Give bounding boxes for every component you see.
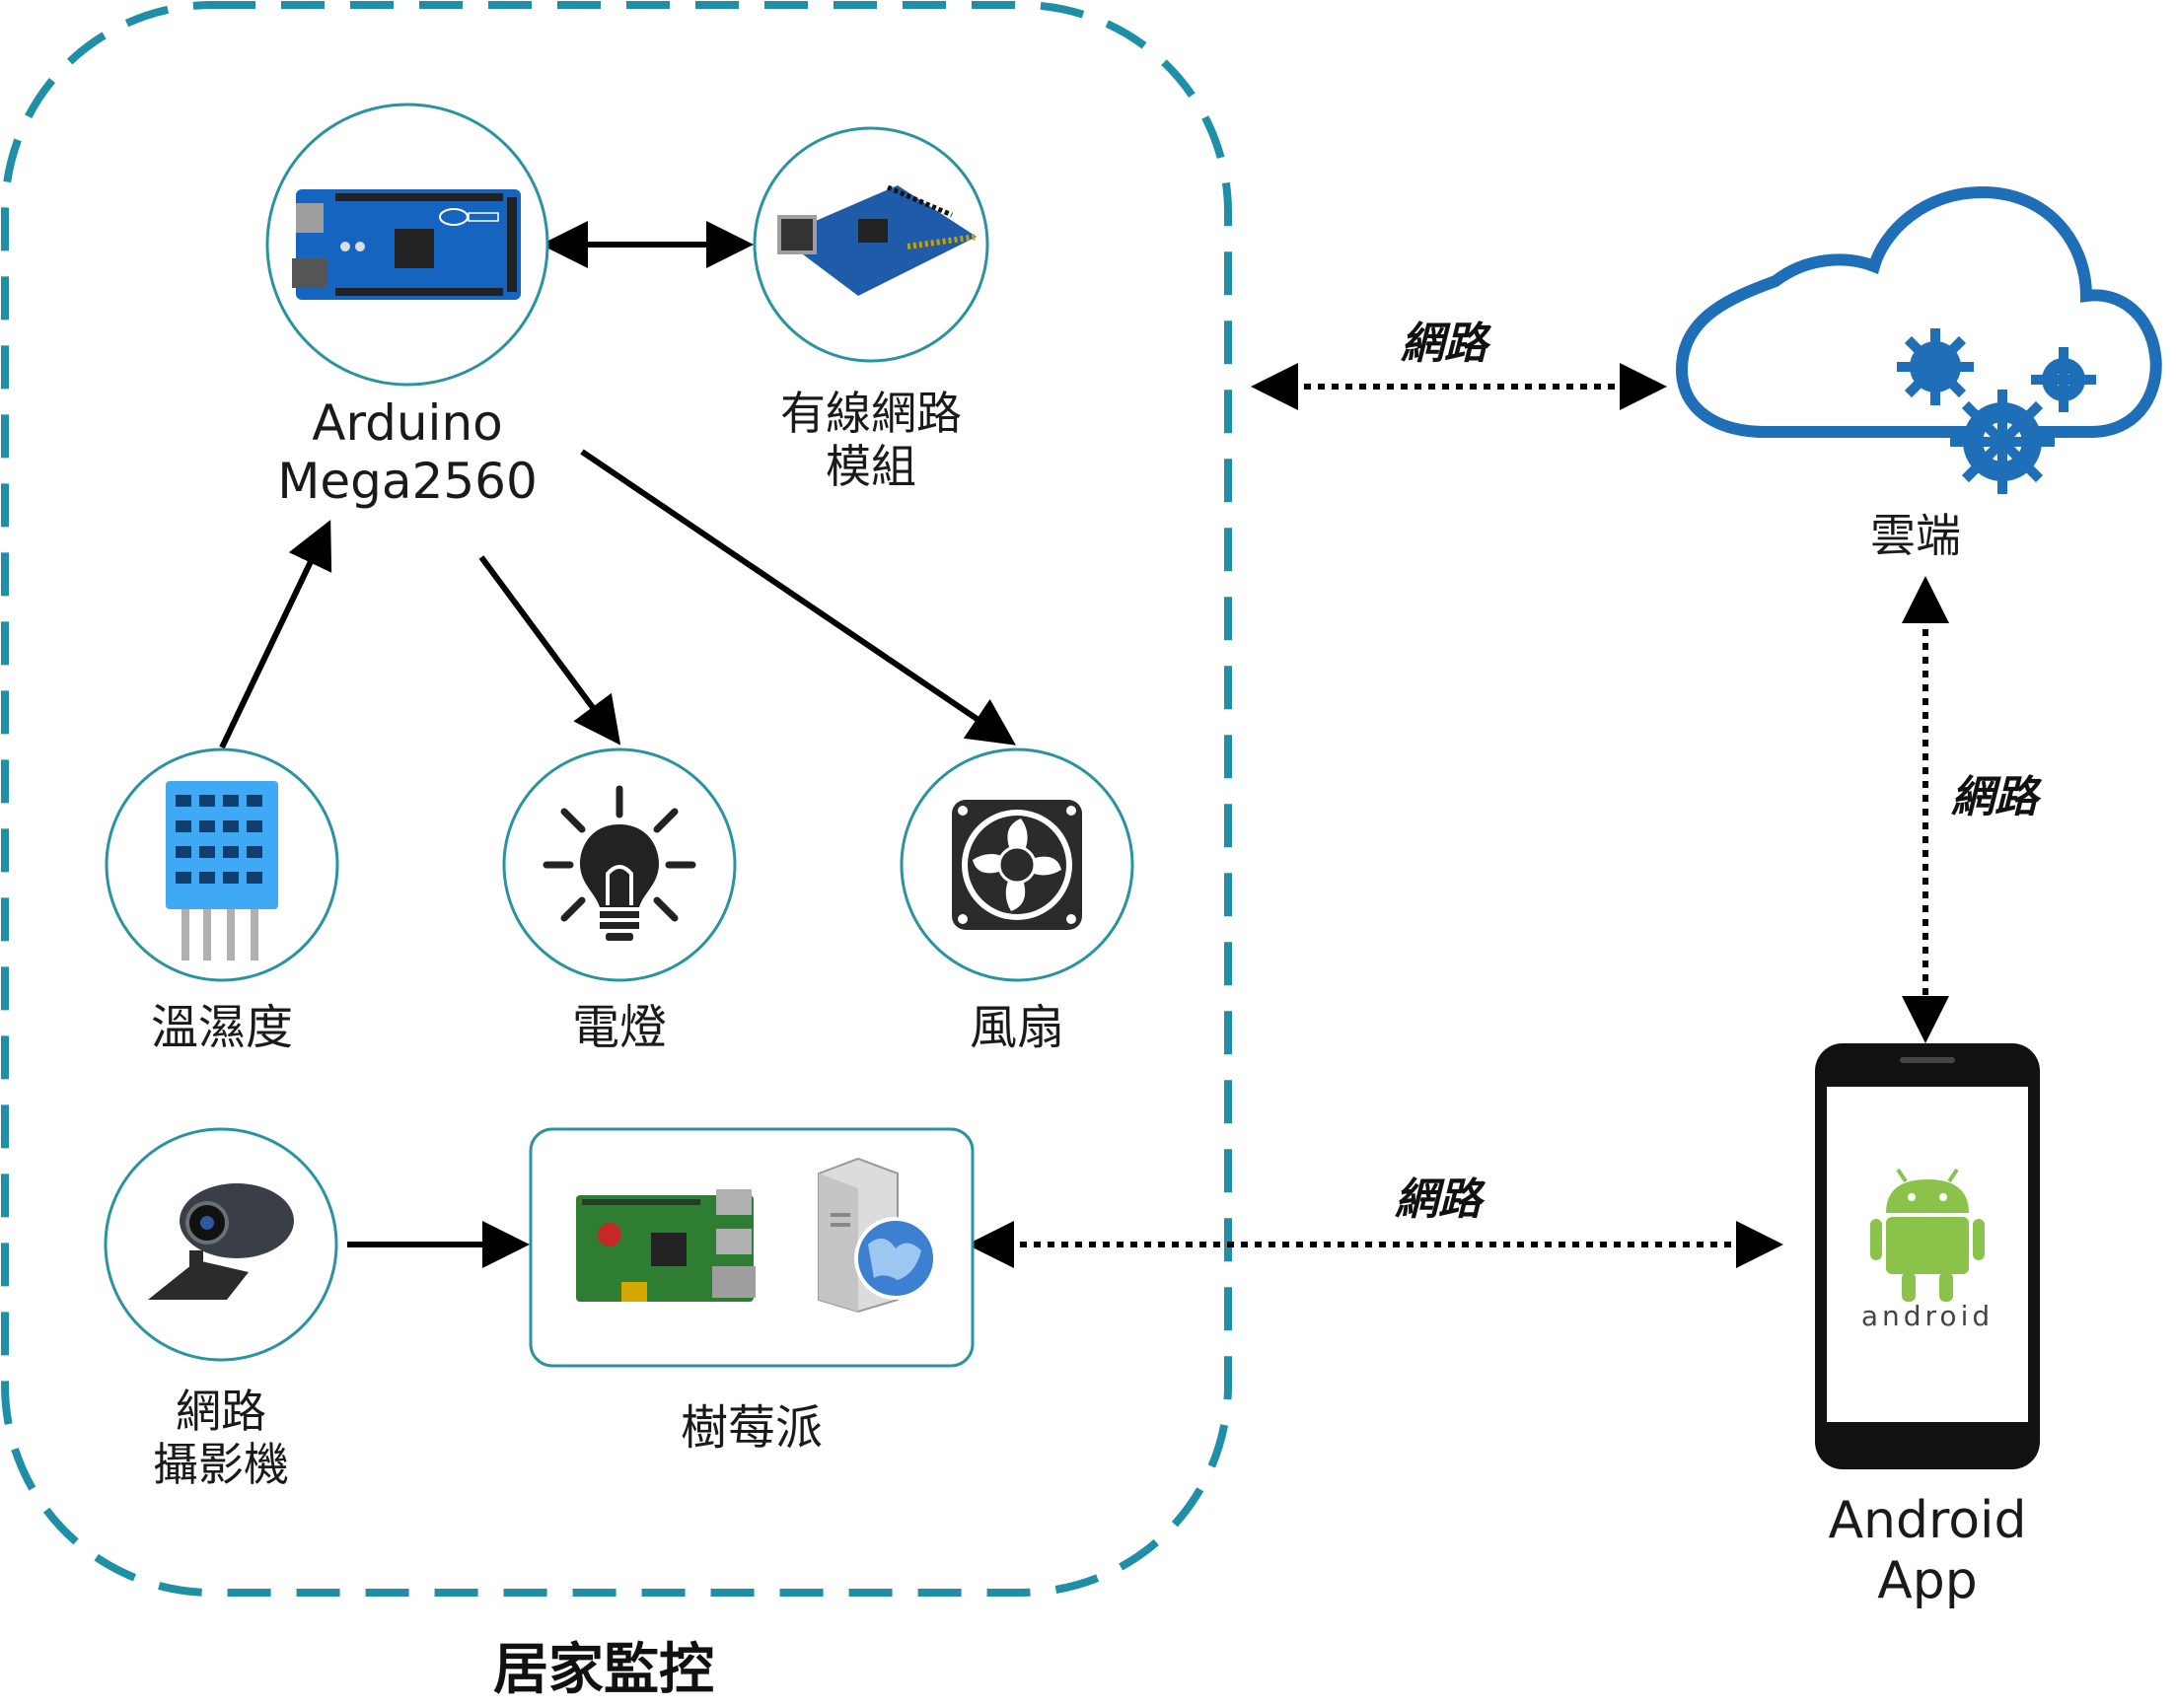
- server-globe-icon: [818, 1157, 937, 1314]
- ethernet-label-line1: 有線網路: [780, 387, 962, 440]
- webcam-label-line1: 網路: [176, 1385, 266, 1438]
- network-label-pi-app: 網路: [1395, 1174, 1482, 1225]
- ethernet-shield-icon: [777, 184, 978, 296]
- ethernet-label: 有線網路 模組: [733, 387, 1009, 494]
- android-phone-node: android: [1815, 1043, 2040, 1469]
- fan-icon: [952, 800, 1082, 930]
- fan-label: 風扇: [969, 1000, 1064, 1055]
- arrow-arduino-fan: [580, 449, 1016, 746]
- cloud-node: [1675, 185, 2162, 494]
- arrow-humidity-arduino: [219, 520, 332, 749]
- webcam-icon: [148, 1183, 294, 1300]
- arduino-label: Arduino Mega2560: [259, 394, 555, 511]
- arrow-arduino-lamp: [478, 555, 621, 746]
- android-label-line1: Android: [1828, 1491, 2027, 1550]
- webcam-label-line2: 攝影機: [153, 1438, 289, 1492]
- network-label-cloud-app: 網路: [1951, 772, 2038, 822]
- cloud-gears-icon: [1675, 185, 2162, 438]
- arduino-label-line2: Mega2560: [277, 453, 538, 510]
- raspberry-label: 樹莓派: [680, 1400, 823, 1456]
- android-label: Android App: [1779, 1491, 2075, 1612]
- raspberry-node: [529, 1127, 975, 1368]
- android-robot-icon: [1870, 1168, 1985, 1302]
- android-label-line2: App: [1877, 1551, 1978, 1611]
- android-logo-text: android: [1861, 1300, 1994, 1332]
- cloud-label: 雲端: [1870, 509, 1961, 562]
- light-bulb-icon: [543, 785, 696, 922]
- dht-sensor-icon: [166, 781, 278, 961]
- home-monitoring-boundary: [1, 1, 1232, 1597]
- lamp-label: 電燈: [571, 1000, 667, 1055]
- webcam-label: 網路 攝影機: [103, 1385, 339, 1492]
- network-label-home-cloud: 網路: [1401, 319, 1487, 369]
- arduino-label-line1: Arduino: [312, 394, 503, 452]
- arduino-node: [265, 103, 549, 387]
- lamp-node: [502, 747, 737, 982]
- webcam-node: [104, 1127, 338, 1362]
- home-monitoring-title: 居家監控: [493, 1638, 714, 1702]
- ethernet-module-node: [753, 126, 989, 363]
- humidity-node: [105, 747, 339, 982]
- fan-node: [900, 747, 1134, 982]
- humidity-label: 溫濕度: [150, 1000, 293, 1055]
- arduino-board-icon: [292, 189, 521, 300]
- ethernet-label-line2: 模組: [826, 440, 916, 494]
- raspberry-pi-icon: [576, 1189, 756, 1302]
